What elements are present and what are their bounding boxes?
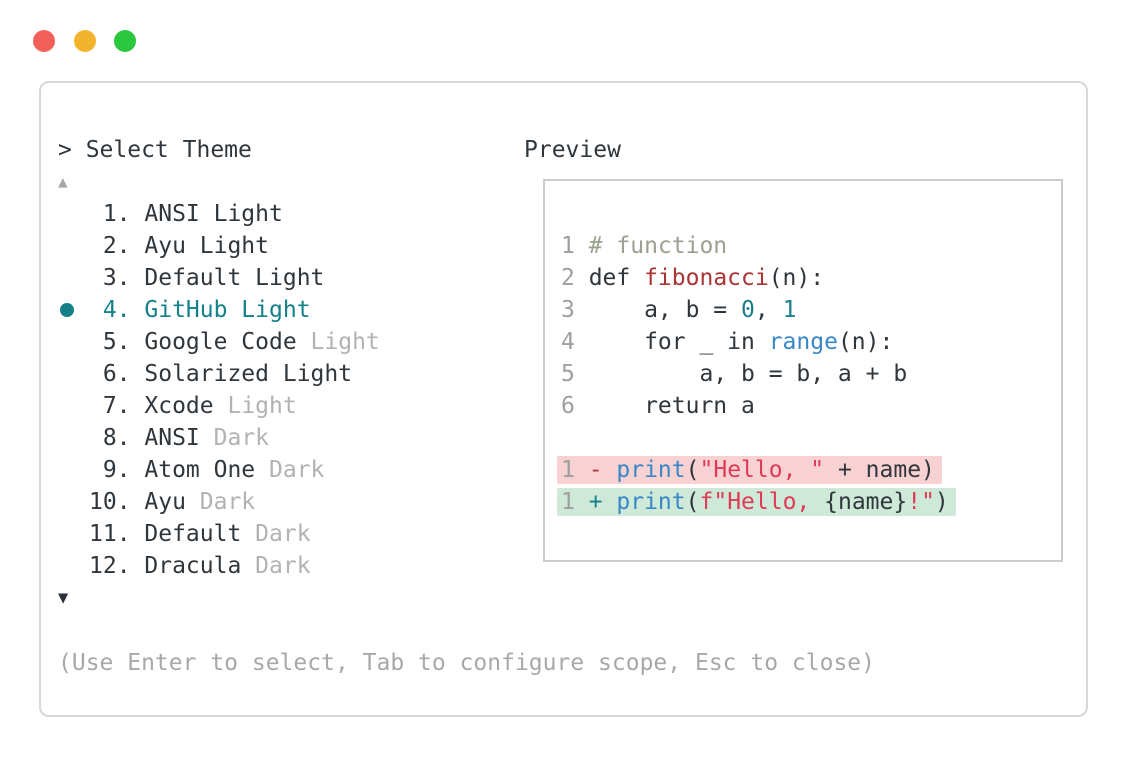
line-number: 4 bbox=[561, 329, 575, 355]
code-text: for _ in range(n): bbox=[588, 329, 894, 355]
code-text: # function bbox=[588, 233, 728, 259]
theme-item-label: Xcode Light bbox=[144, 393, 297, 419]
code-line: 6 return a bbox=[557, 390, 1061, 422]
theme-item-number: 9. bbox=[102, 457, 131, 483]
theme-list-item[interactable]: 7. Xcode Light bbox=[58, 390, 380, 422]
selected-dot-icon bbox=[60, 303, 74, 317]
theme-item-number: 7. bbox=[102, 393, 131, 419]
theme-item-number: 5. bbox=[102, 329, 131, 355]
theme-list-item[interactable]: 8. ANSI Dark bbox=[58, 422, 380, 454]
code-text: return a bbox=[588, 393, 755, 419]
diff-removed-line: 1 - print("Hello, " + name) bbox=[557, 454, 1061, 486]
theme-item-number: 6. bbox=[102, 361, 131, 387]
code-text: + print(f"Hello, {name}!") bbox=[588, 489, 949, 515]
line-number: 6 bbox=[561, 393, 575, 419]
keyboard-hint: (Use Enter to select, Tab to configure s… bbox=[58, 650, 875, 676]
theme-picker-window: > Select Theme Preview ▲ 1. ANSI Light 2. A… bbox=[39, 81, 1088, 717]
selection-marker bbox=[58, 303, 89, 317]
line-number: 3 bbox=[561, 297, 575, 323]
theme-item-number: 1. bbox=[102, 201, 131, 227]
theme-item-label: Ayu Dark bbox=[144, 489, 256, 515]
preview-panel: 1 # function 2 def fibonacci(n): 3 a, b = 0,… bbox=[543, 179, 1063, 562]
code-line: 3 a, b = 0, 1 bbox=[557, 294, 1061, 326]
theme-item-label: Atom One Dark bbox=[144, 457, 325, 483]
theme-list-item[interactable]: 10. Ayu Dark bbox=[58, 486, 380, 518]
preview-title: Preview bbox=[524, 137, 621, 163]
theme-item-number: 2. bbox=[102, 233, 131, 259]
close-button[interactable] bbox=[33, 30, 55, 52]
line-number: 2 bbox=[561, 265, 575, 291]
theme-item-label: Google Code Light bbox=[144, 329, 380, 355]
scroll-down-indicator-icon[interactable]: ▼ bbox=[58, 588, 69, 608]
code-line: 4 for _ in range(n): bbox=[557, 326, 1061, 358]
code-line: 5 a, b = b, a + b bbox=[557, 358, 1061, 390]
theme-list-item[interactable]: 3. Default Light bbox=[58, 262, 380, 294]
theme-item-label: GitHub Light bbox=[144, 297, 311, 323]
theme-item-label: Solarized Light bbox=[144, 361, 353, 387]
theme-item-number: 10. bbox=[89, 489, 131, 515]
code-text: - print("Hello, " + name) bbox=[588, 457, 935, 483]
code-line: 1 # function bbox=[557, 230, 1061, 262]
zoom-button[interactable] bbox=[114, 30, 136, 52]
theme-list-item[interactable]: 6. Solarized Light bbox=[58, 358, 380, 390]
code-text: a, b = b, a + b bbox=[588, 361, 908, 387]
theme-item-label: Dracula Dark bbox=[144, 553, 311, 579]
theme-list: 1. ANSI Light 2. Ayu Light 3. Default Light 4.… bbox=[58, 198, 380, 582]
theme-list-item[interactable]: 12. Dracula Dark bbox=[58, 550, 380, 582]
theme-list-item[interactable]: 5. Google Code Light bbox=[58, 326, 380, 358]
theme-item-label: Ayu Light bbox=[144, 233, 269, 259]
code-line bbox=[557, 422, 1061, 454]
theme-item-number: 4. bbox=[102, 297, 131, 323]
picker-title: > Select Theme bbox=[58, 137, 252, 163]
line-number: 5 bbox=[561, 361, 575, 387]
minimize-button[interactable] bbox=[74, 30, 96, 52]
code-text: a, b = 0, 1 bbox=[588, 297, 797, 323]
theme-item-number: 12. bbox=[89, 553, 131, 579]
theme-list-item-selected[interactable]: 4. GitHub Light bbox=[58, 294, 380, 326]
theme-item-label: ANSI Dark bbox=[144, 425, 270, 451]
theme-item-label: ANSI Light bbox=[144, 201, 283, 227]
theme-list-item[interactable]: 9. Atom One Dark bbox=[58, 454, 380, 486]
theme-list-item[interactable]: 2. Ayu Light bbox=[58, 230, 380, 262]
code-line: 2 def fibonacci(n): bbox=[557, 262, 1061, 294]
line-number: 1 bbox=[561, 457, 575, 483]
theme-item-label: Default Light bbox=[144, 265, 325, 291]
line-number: 1 bbox=[561, 489, 575, 515]
theme-item-number: 3. bbox=[102, 265, 131, 291]
theme-item-label: Default Dark bbox=[144, 521, 311, 547]
diff-added-line: 1 + print(f"Hello, {name}!") bbox=[557, 486, 1061, 518]
theme-list-item[interactable]: 1. ANSI Light bbox=[58, 198, 380, 230]
code-text: def fibonacci(n): bbox=[588, 265, 825, 291]
scroll-up-indicator-icon[interactable]: ▲ bbox=[58, 172, 68, 191]
line-number: 1 bbox=[561, 233, 575, 259]
theme-item-number: 11. bbox=[89, 521, 131, 547]
theme-list-item[interactable]: 11. Default Dark bbox=[58, 518, 380, 550]
theme-item-number: 8. bbox=[102, 425, 131, 451]
